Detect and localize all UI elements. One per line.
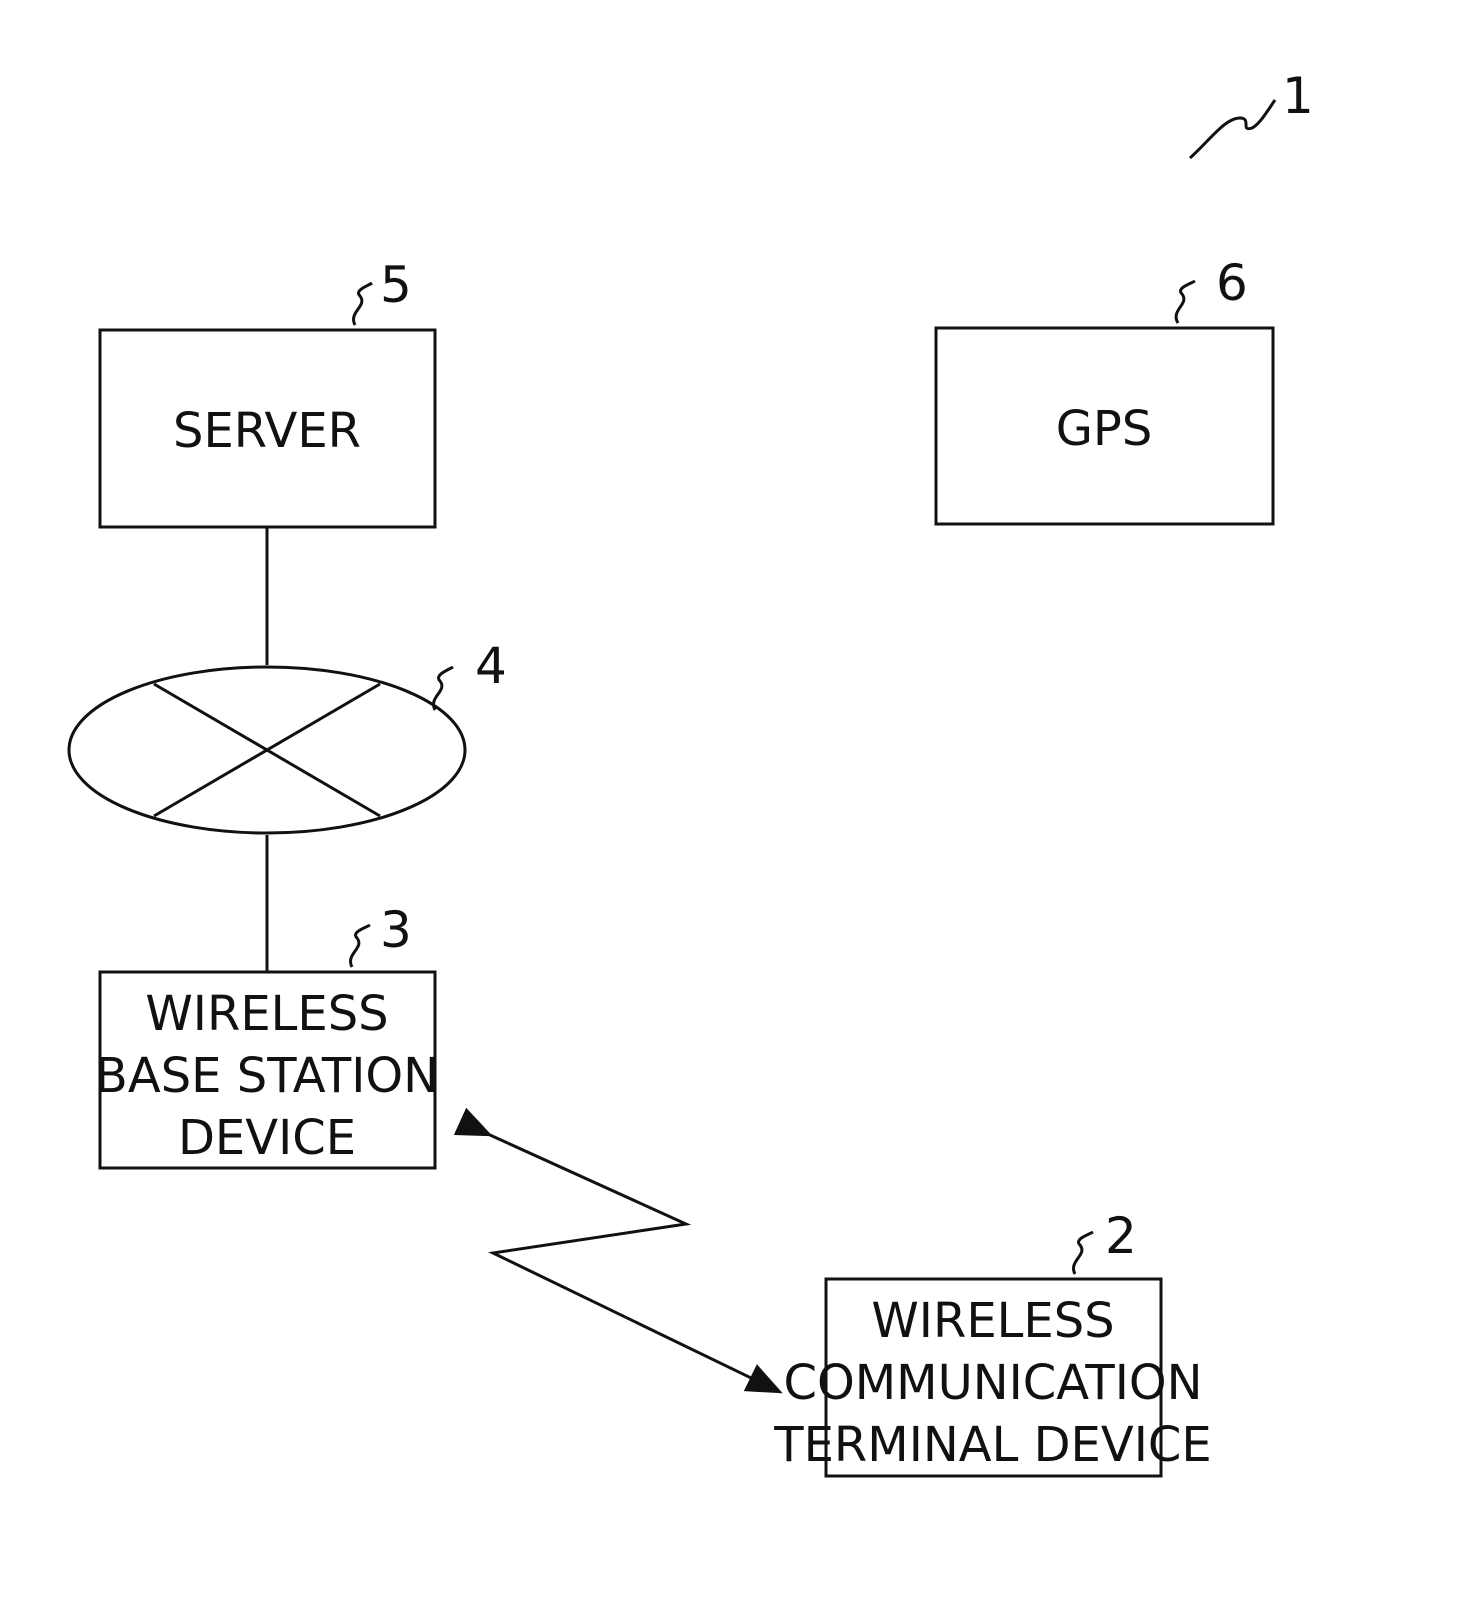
terminal-label-line: TERMINAL DEVICE	[773, 1417, 1211, 1473]
base-station-label-line: DEVICE	[178, 1110, 356, 1166]
server-label: SERVER	[173, 403, 361, 459]
terminal-ref-number: 2	[1105, 1207, 1137, 1265]
base-station-label-line: BASE STATION	[95, 1048, 439, 1104]
gps-label: GPS	[1056, 401, 1153, 457]
network-ref-leader	[433, 667, 453, 710]
gps-node: GPS 6	[936, 254, 1273, 524]
base-station-ref-leader	[350, 925, 370, 967]
server-ref-leader	[353, 283, 372, 325]
system-ref-number: 1	[1282, 67, 1314, 125]
network-ref-number: 4	[475, 637, 507, 695]
wireless-link-arrow	[490, 1135, 780, 1392]
terminal-label-line: WIRELESS	[871, 1293, 1114, 1349]
base-station-ref-number: 3	[380, 901, 412, 959]
gps-ref-leader	[1176, 281, 1195, 323]
server-ref-number: 5	[380, 256, 412, 314]
server-node: SERVER 5	[100, 256, 435, 527]
terminal-ref-leader	[1073, 1232, 1093, 1274]
terminal-label-line: COMMUNICATION	[783, 1355, 1202, 1411]
system-ref-leader	[1190, 100, 1275, 158]
network-node: 4	[69, 637, 507, 833]
terminal-node: WIRELESS COMMUNICATION TERMINAL DEVICE 2	[773, 1207, 1211, 1476]
gps-ref-number: 6	[1216, 254, 1248, 312]
base-station-label-line: WIRELESS	[145, 986, 388, 1042]
